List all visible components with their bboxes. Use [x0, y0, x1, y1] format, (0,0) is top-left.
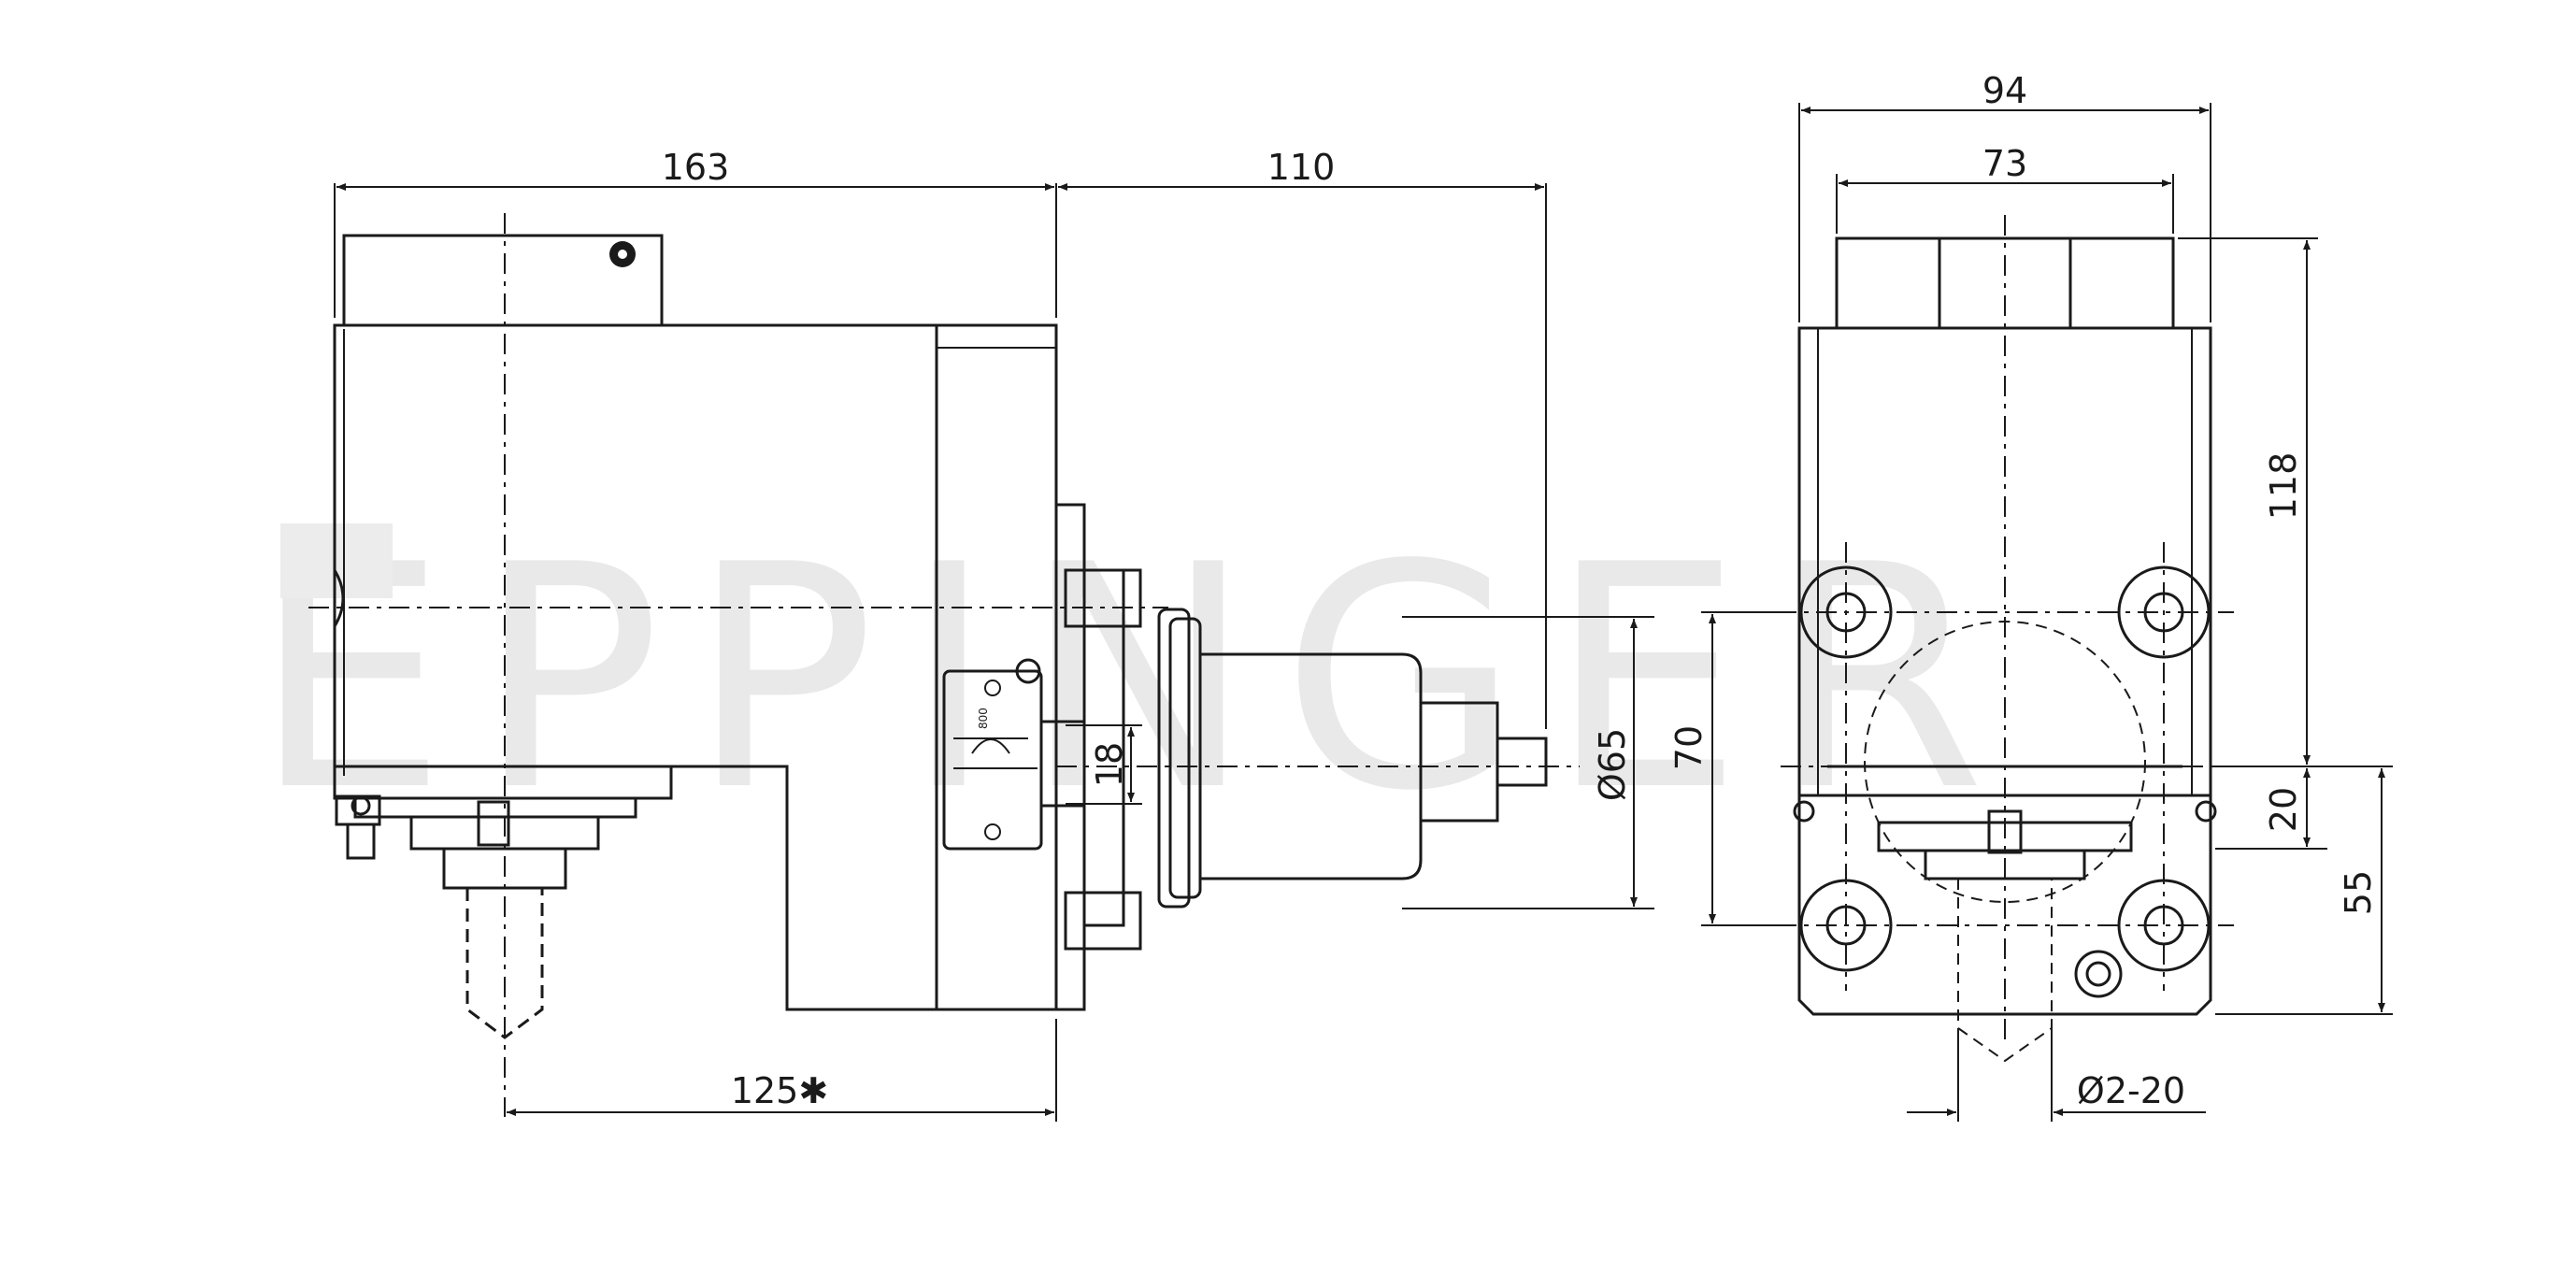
output-shaft [1496, 737, 1548, 787]
dim-overall-width: 94 [1982, 70, 2027, 111]
front-view-centerlines [1776, 215, 2234, 1047]
svg-text:800: 800 [977, 708, 990, 729]
side-view-dimensions: 163 110 125✱ Ø65 18 [334, 147, 1654, 1122]
dim-top-width: 73 [1982, 143, 2027, 184]
front-flange [1797, 795, 2212, 1016]
watermark-logo-icon [280, 523, 393, 598]
side-view: 800 [333, 234, 1548, 1039]
dim-output-diameter: Ø65 [1592, 728, 1633, 801]
dim-center-distance: 125✱ [731, 1070, 828, 1111]
side-view-centerlines [308, 213, 1580, 1117]
dim-output-length: 110 [1267, 147, 1336, 188]
dim-lower-height: 55 [2338, 870, 2379, 915]
dim-height: 118 [2263, 452, 2304, 521]
grease-nipple-icon [2074, 950, 2123, 998]
dim-clamping-range: Ø2-20 [2077, 1070, 2185, 1111]
dim-spacing: 70 [1668, 725, 1710, 770]
front-view-dimensions: 94 73 118 70 20 55 Ø2-20 [1668, 70, 2393, 1122]
output-housing [1198, 652, 1423, 880]
dim-offset: 20 [2263, 787, 2304, 832]
dim-overall-length: 163 [662, 147, 730, 188]
dim-shaft-width: 18 [1089, 742, 1130, 787]
